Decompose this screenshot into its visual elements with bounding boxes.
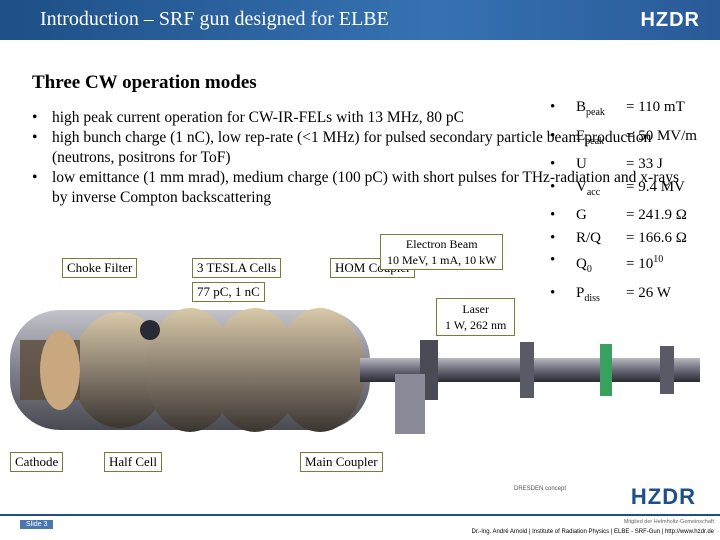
param-item: Vacc= 9.4 MV	[548, 176, 697, 205]
parameter-list: Bpeak= 110 mT Epeak= 50 MV/m U= 33 J Vac…	[548, 96, 697, 310]
cathode-label: Cathode	[10, 452, 64, 472]
laser-label: Laser 1 W, 262 nm	[436, 298, 516, 336]
dresden-concept-logo: DRESDEN concept	[514, 486, 567, 492]
charge-label: 77 pC, 1 nC	[192, 282, 265, 302]
choke-filter-label: Choke Filter	[62, 258, 138, 278]
param-item: Epeak= 50 MV/m	[548, 125, 697, 154]
mode-item: high bunch charge (1 nC), low rep-rate (…	[32, 128, 692, 168]
param-item: R/Q= 166.6 Ω	[548, 227, 697, 250]
member-text: Mitglied der Helmholtz-Gemeinschaft	[623, 519, 714, 525]
mode-item: high peak current operation for CW-IR-FE…	[32, 108, 692, 128]
mode-item: low emittance (1 mm mrad), medium charge…	[32, 168, 692, 208]
half-cell-label: Half Cell	[104, 452, 163, 472]
param-item: Bpeak= 110 mT	[548, 96, 697, 125]
main-coupler-label: Main Coupler	[300, 452, 383, 472]
footer-divider	[0, 514, 720, 516]
electron-beam-label: Electron Beam 10 MeV, 1 mA, 10 kW	[380, 234, 504, 270]
slide-number: Slide 3	[20, 520, 54, 529]
param-item: Q0= 1010	[548, 249, 697, 282]
modes-list: high peak current operation for CW-IR-FE…	[32, 108, 692, 208]
header-bar: Introduction – SRF gun designed for ELBE…	[0, 0, 720, 40]
footer-credit: Dr.-Ing. André Arnold | Institute of Rad…	[471, 529, 714, 535]
param-item: Pdiss= 26 W	[548, 282, 697, 311]
srf-gun-illustration	[10, 308, 700, 434]
tesla-cells-label: 3 TESLA Cells	[192, 258, 282, 278]
param-item: U= 33 J	[548, 153, 697, 176]
section-title: Three CW operation modes	[32, 72, 257, 93]
hzdr-logo-footer: HZDR	[630, 484, 696, 509]
param-item: G= 241.9 Ω	[548, 204, 697, 227]
hzdr-logo-header: HZDR	[640, 9, 700, 31]
slide-title: Introduction – SRF gun designed for ELBE	[40, 8, 389, 30]
